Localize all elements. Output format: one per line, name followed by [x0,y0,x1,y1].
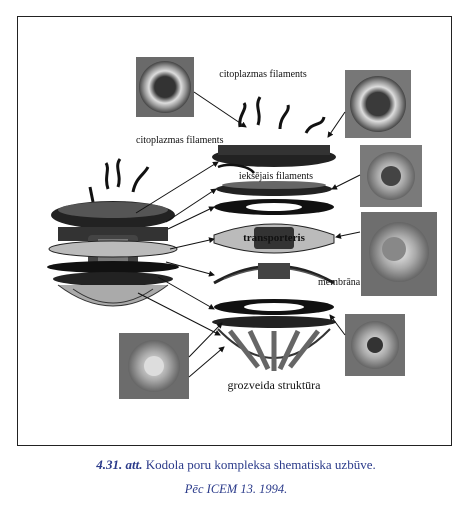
connector-arrows [135,91,361,378]
layer-nuclear-ring [212,299,336,328]
figure-source: Pēc ICEM 13. 1994. [184,482,288,496]
layer-transporter [213,223,335,254]
caption-text: Kodola poru kompleksa shematiska uzbūve. [145,457,376,472]
figure-caption: 4.31. att. Kodola poru kompleksa shemati… [0,457,472,473]
label-cytoplasmic-filaments-left: citoplazmas filaments [136,135,224,146]
figure-number: 4.31. [96,457,123,472]
micrograph-top-left [136,57,194,117]
micrograph-right-4 [345,314,405,376]
micrograph-right-3 [361,212,437,296]
layer-inner-filament-ring [216,181,332,196]
layer-star-ring [214,199,334,215]
label-cytoplasmic-filaments-top: citoplazmas filaments [219,69,307,80]
micrograph-bottom-left [119,333,189,399]
label-basket-structure: grozveida struktūra [228,378,322,392]
figure-frame: citoplazmas filaments citoplazmas filame… [17,16,452,446]
micrograph-right-2 [360,145,422,207]
assembled-pore-complex [47,158,179,307]
layer-membrane [213,263,335,285]
label-inner-filament: iekšējais filaments [239,171,313,182]
micrograph-top-right [345,70,411,138]
nuclear-pore-diagram: citoplazmas filaments citoplazmas filame… [47,57,437,399]
layer-cytoplasmic-ring [212,96,336,174]
figure-att: att. [125,457,143,472]
label-membrane: membrāna [318,277,361,288]
layer-basket [217,328,331,371]
label-transporter: transporteris [243,232,305,244]
